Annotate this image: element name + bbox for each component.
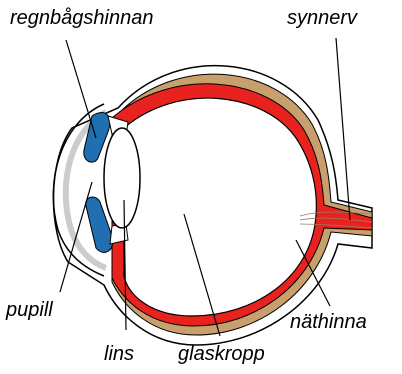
label-lens: lins: [104, 344, 134, 364]
lens: [104, 128, 140, 228]
label-retina: näthinna: [290, 312, 367, 332]
label-iris: regnbågshinnan: [10, 8, 153, 28]
leader-optic-nerve: [336, 38, 350, 220]
label-pupil: pupill: [6, 300, 53, 320]
label-vitreous: glaskropp: [178, 344, 265, 364]
label-optic-nerve: synnerv: [287, 8, 357, 28]
